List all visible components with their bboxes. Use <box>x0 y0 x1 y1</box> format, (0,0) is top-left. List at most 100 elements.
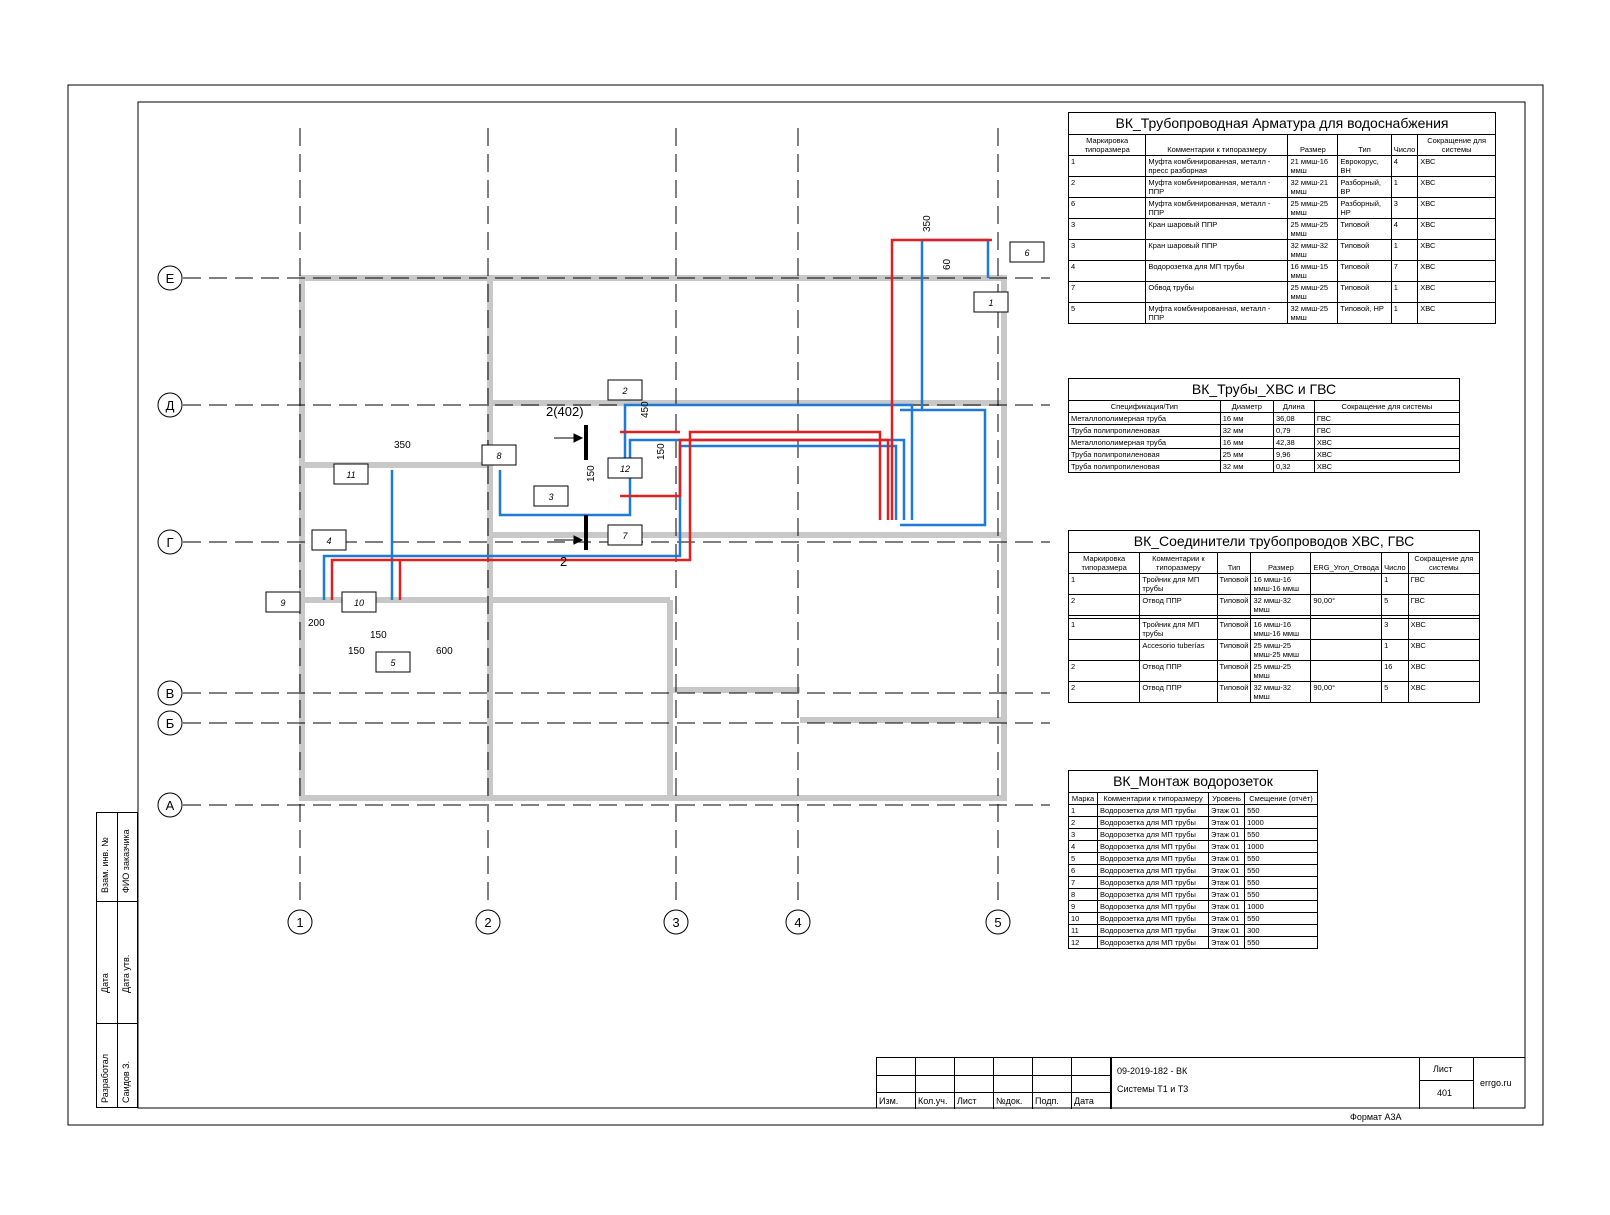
table-cell: Этаж 01 <box>1208 936 1246 949</box>
table-cell: ХВС <box>1417 197 1496 219</box>
table-cell: Кран шаровый ППР <box>1145 239 1289 261</box>
table-cell: ХВС <box>1417 239 1496 261</box>
table-header: Размер <box>1250 552 1312 574</box>
table-cell: 5 <box>1381 681 1409 703</box>
table-title-vodoroz: ВК_Монтаж водорозеток <box>1068 770 1318 792</box>
table-cell: Водорозетка для МП трубы <box>1097 912 1210 925</box>
table-cell: Водорозетка для МП трубы <box>1097 840 1210 853</box>
side-stamp: Взам. инв. № ФИО заказчика Дата Дата утв… <box>96 812 138 1108</box>
table-cell: 25 ммш-25 ммш <box>1287 281 1339 303</box>
tb-col-label: Лист <box>957 1096 977 1106</box>
table-header: Сокращение для системы <box>1417 134 1496 156</box>
table-cell: Муфта комбинированная, металл - пресс ра… <box>1145 155 1289 177</box>
table-header: Диаметр <box>1219 400 1274 413</box>
table-cell: 6 <box>1067 864 1099 877</box>
tag-label-4: 4 <box>326 536 331 546</box>
tb-col-5: Дата <box>1072 1058 1111 1109</box>
grid-bubble-col-3 <box>663 909 689 935</box>
table-cell: 16 ммш-16 ммш-16 ммш <box>1250 573 1312 595</box>
table-cell: Типовой <box>1216 681 1252 703</box>
table-cell: Отвод ППР <box>1139 594 1218 616</box>
tb-col-label: Дата <box>1074 1096 1094 1106</box>
section-label-bottom: 2 <box>560 554 567 569</box>
table-cell: Труба полипропиленовая <box>1068 460 1221 473</box>
table-cell: 4 <box>1067 840 1099 853</box>
table-cell: 8 <box>1067 888 1099 901</box>
table-cell: 1 <box>1067 804 1099 817</box>
table-header: Марка <box>1067 792 1099 805</box>
table-cell: Труба полипропиленовая <box>1068 424 1221 437</box>
table-cell: 25 ммш-25 ммш-25 ммш <box>1250 639 1312 661</box>
table-cell: Разборный, ВР <box>1337 176 1392 198</box>
table-cell: 1 <box>1381 573 1409 595</box>
table-cell: 3 <box>1381 618 1409 640</box>
format-label: Формат А3А <box>1350 1112 1402 1122</box>
tag-label-6: 6 <box>1024 248 1029 258</box>
table-header: Маркировка типоразмера <box>1067 552 1141 574</box>
table-cell: Водорозетка для МП трубы <box>1097 888 1210 901</box>
grid-bubble-row-5 <box>157 792 183 818</box>
table-cell: 550 <box>1244 912 1318 925</box>
table-cell: Этаж 01 <box>1208 816 1246 829</box>
section-label-top: 2(402) <box>546 404 584 419</box>
dimension-5: 150 <box>586 465 597 482</box>
tb-col-label: Подп. <box>1035 1096 1059 1106</box>
tb-col-4: Подп. <box>1033 1058 1072 1109</box>
table-cell: 1 <box>1390 302 1419 324</box>
table-cell: ХВС <box>1407 660 1481 682</box>
table-cell: Типовой <box>1337 281 1392 303</box>
table-cell: Водорозетка для МП трубы <box>1097 876 1210 889</box>
table-cell: 16 <box>1381 660 1409 682</box>
table-cell: Отвод ППР <box>1139 681 1218 703</box>
table-cell: Водорозетка для МП трубы <box>1145 260 1289 282</box>
table-cell: 3 <box>1067 828 1099 841</box>
tb-col-0: Изм. <box>877 1058 916 1109</box>
table-cell: Муфта комбинированная, металл - ППР <box>1145 197 1289 219</box>
table-cell: 32 ммш-32 ммш <box>1250 594 1312 616</box>
table-cell: Типовой <box>1216 660 1252 682</box>
table-cell: ХВС <box>1407 681 1481 703</box>
table-cell: 3 <box>1067 218 1147 240</box>
table-cell: Металлополимерная труба <box>1068 412 1221 425</box>
table-cell: Этаж 01 <box>1208 804 1246 817</box>
table-cell: 16 мм <box>1219 436 1274 449</box>
table-cell: Водорозетка для МП трубы <box>1097 828 1210 841</box>
grid-label-row-2: Г <box>166 535 173 550</box>
table-cell: 25 ммш-25 ммш <box>1287 218 1339 240</box>
table-cell: Водорозетка для МП трубы <box>1097 864 1210 877</box>
table-cell: Муфта комбинированная, металл - ППР <box>1145 176 1289 198</box>
table-header: Сокращение для системы <box>1313 400 1461 413</box>
table-cell: 1 <box>1381 639 1409 661</box>
table-header: Комментарии к типоразмеру <box>1145 134 1289 156</box>
table-cell: 2 <box>1067 660 1141 682</box>
table-header: Число <box>1390 134 1419 156</box>
table-cell: 2 <box>1067 594 1141 616</box>
stamp-label-0: Взам. инв. № <box>100 837 110 893</box>
grid-bubble-col-5 <box>985 909 1011 935</box>
table-cell: 1 <box>1390 176 1419 198</box>
table-cell: ГВС <box>1313 424 1461 437</box>
table-title-soed: ВК_Соединители трубопроводов ХВС, ГВС <box>1068 530 1480 552</box>
table-cell: Разборный, НР <box>1337 197 1392 219</box>
grid-label-col-1: 1 <box>296 915 303 930</box>
stamp-label-3: Дата утв. <box>121 954 131 993</box>
table-cell: 2 <box>1067 816 1099 829</box>
table-cell: 1 <box>1390 281 1419 303</box>
grid-bubble-col-4 <box>785 909 811 935</box>
table-header: Длина <box>1272 400 1315 413</box>
table-cell: Этаж 01 <box>1208 852 1246 865</box>
tag-box-3 <box>533 485 569 507</box>
table-cell: 1 <box>1067 618 1141 640</box>
